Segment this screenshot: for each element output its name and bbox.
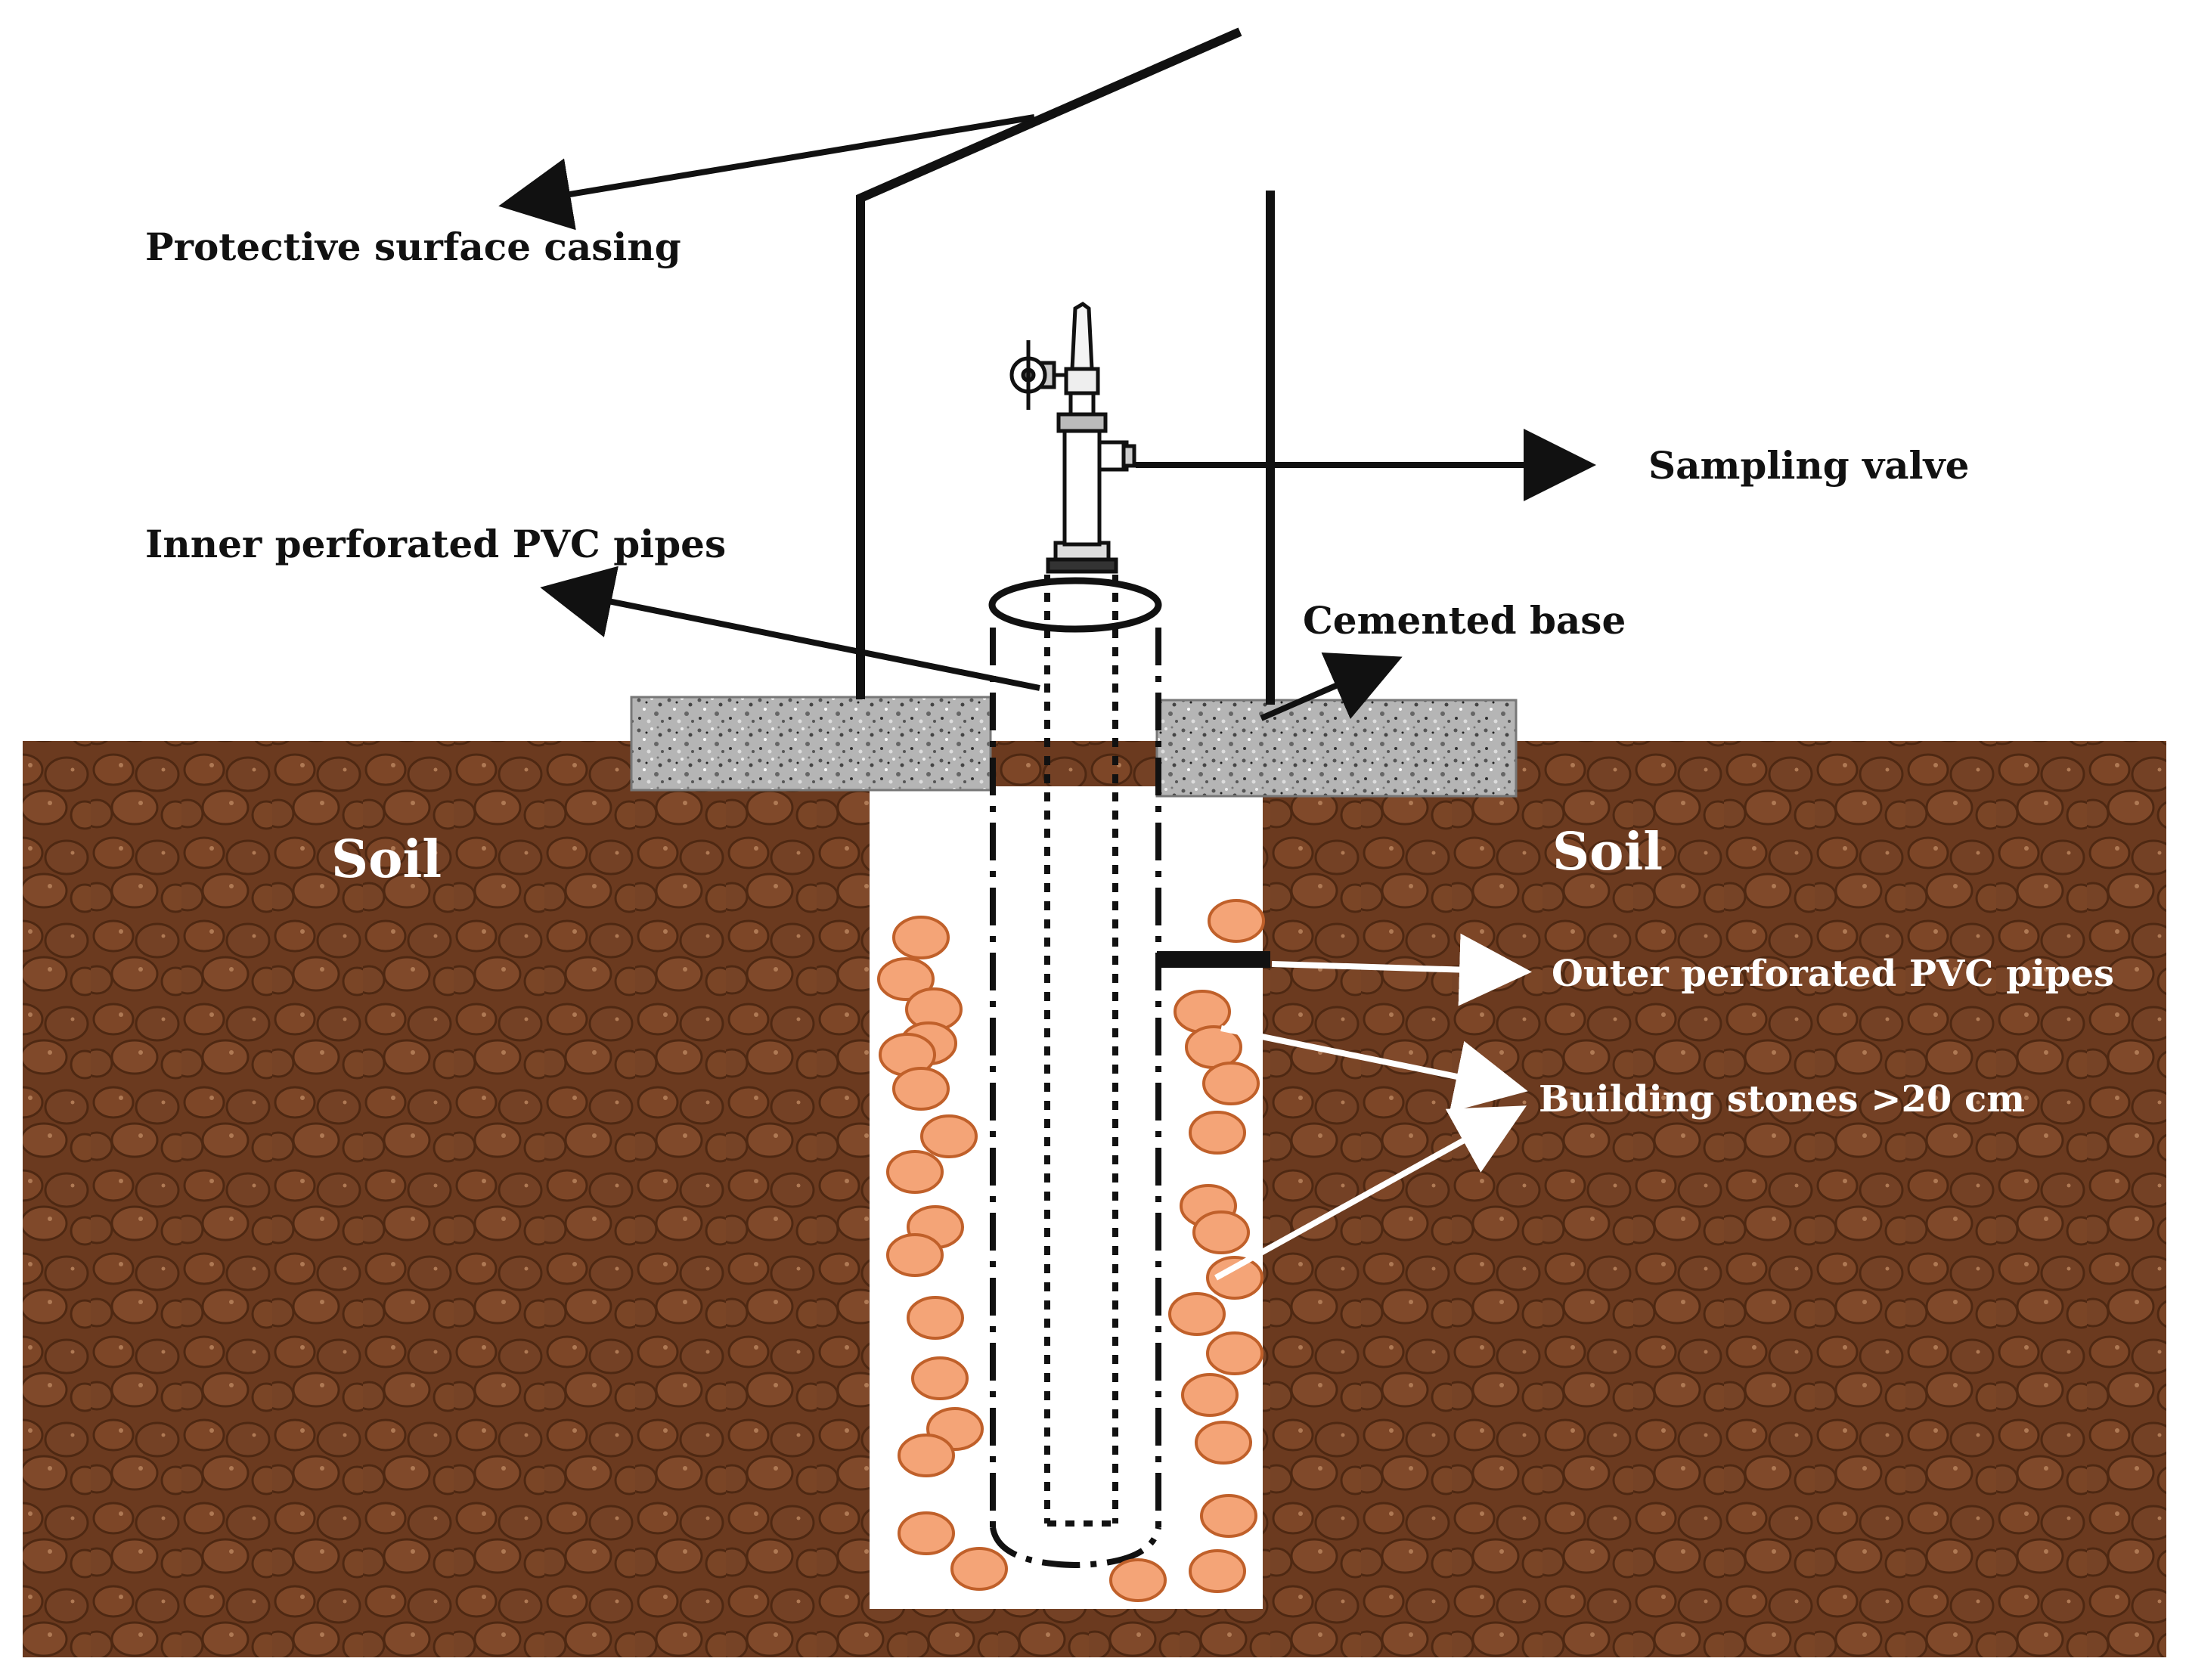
inner-perforated-pipe xyxy=(1044,575,1118,1527)
label-building-stones: Building stones >20 cm xyxy=(1539,1078,2025,1121)
stone xyxy=(1200,1494,1257,1538)
stone xyxy=(877,957,935,1001)
label-soil-right: Soil xyxy=(1552,822,1663,882)
outer-pipe-band xyxy=(1157,951,1270,968)
stone xyxy=(898,1434,955,1477)
stone xyxy=(1109,1558,1167,1602)
pipe-top-ring xyxy=(988,577,1162,633)
stone xyxy=(1189,1111,1246,1155)
label-cemented-base: Cemented base xyxy=(1303,598,1626,643)
cement-arrow xyxy=(1260,652,1403,721)
stone xyxy=(892,916,950,959)
inner-pipe-arrow xyxy=(540,566,1040,691)
stone xyxy=(920,1114,978,1158)
stone xyxy=(1189,1549,1246,1593)
label-inner-pipes: Inner perforated PVC pipes xyxy=(145,522,726,566)
stone xyxy=(1181,1373,1239,1417)
casing-arrow xyxy=(498,114,1035,231)
label-soil-left: Soil xyxy=(331,829,442,890)
stone xyxy=(898,1511,955,1555)
stone xyxy=(1174,990,1231,1034)
stone xyxy=(886,1233,944,1277)
stone xyxy=(892,1067,950,1111)
stones-arrow-lower xyxy=(1214,1105,1527,1281)
building-stones xyxy=(877,899,1265,1602)
stone xyxy=(886,1150,944,1194)
stone xyxy=(1206,1256,1263,1300)
stone xyxy=(911,1356,969,1400)
label-protective-casing: Protective surface casing xyxy=(145,225,681,269)
cemented-base-right xyxy=(1155,699,1518,798)
stone xyxy=(907,1296,964,1340)
stone xyxy=(1208,899,1265,943)
stone xyxy=(1195,1421,1252,1465)
stone xyxy=(1192,1210,1250,1254)
protective-casing xyxy=(856,27,1275,705)
label-outer-pipes: Outer perforated PVC pipes xyxy=(1552,953,2114,995)
stone xyxy=(1168,1292,1226,1336)
leader-arrows-black xyxy=(498,114,1596,721)
stone xyxy=(950,1547,1008,1591)
outer-perforated-pipe xyxy=(990,628,1161,1569)
stone xyxy=(1206,1331,1263,1375)
cemented-base-left xyxy=(630,696,992,792)
sampling-valve-icon xyxy=(1009,301,1136,574)
stones-arrow-upper xyxy=(1220,1025,1528,1112)
label-sampling-valve: Sampling valve xyxy=(1648,443,1969,488)
leader-arrows-white xyxy=(1214,933,1532,1281)
outer-pipe-arrow xyxy=(1271,933,1532,1006)
stone xyxy=(1202,1062,1260,1105)
